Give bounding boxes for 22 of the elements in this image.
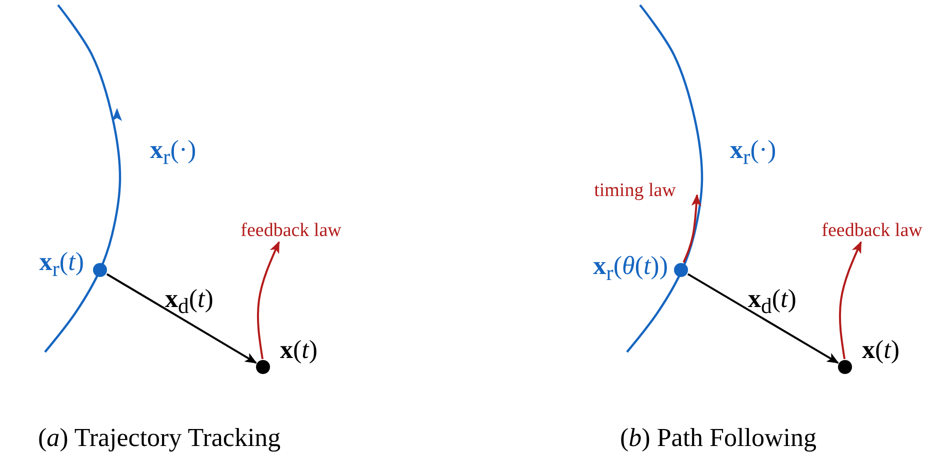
point-marker bbox=[674, 263, 688, 277]
arrow bbox=[106, 273, 257, 364]
point-label: x$_{r}$(θ(t)) bbox=[592, 252, 668, 286]
law-label: feedback law bbox=[808, 220, 936, 242]
point-label: x(t) bbox=[280, 336, 319, 365]
arrow bbox=[838, 241, 862, 360]
curve-label: x$_{r}$(·) bbox=[730, 136, 776, 170]
curve-label: x$_{r}$(·) bbox=[150, 136, 196, 170]
point-label: x(t) bbox=[862, 336, 901, 365]
law-label: timing law bbox=[580, 180, 690, 202]
point-marker bbox=[838, 360, 852, 374]
law-label: feedback law bbox=[226, 220, 356, 242]
edge-label: x$_{d}$(t) bbox=[748, 285, 796, 320]
arrow bbox=[687, 273, 839, 364]
panel-caption: (b) Path Following bbox=[620, 424, 816, 453]
edge-label: x$_{d}$(t) bbox=[165, 285, 214, 320]
point-label: x$_{r}$(t) bbox=[38, 248, 84, 282]
point-marker bbox=[256, 360, 270, 374]
arrow bbox=[256, 241, 280, 360]
point-marker bbox=[93, 263, 107, 277]
panel-caption: (a) Trajectory Tracking bbox=[38, 424, 281, 453]
arrow bbox=[682, 194, 702, 263]
